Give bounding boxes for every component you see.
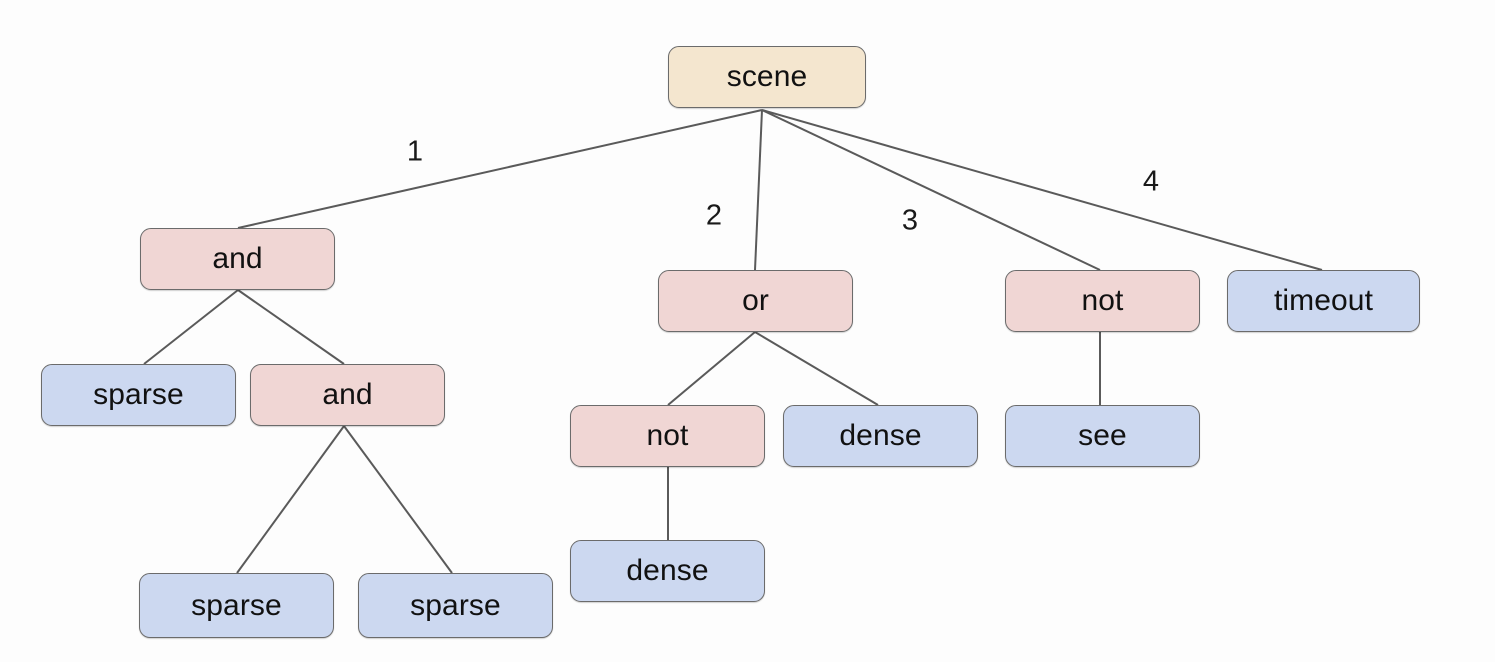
node-label: dense — [626, 554, 709, 587]
node-scene[interactable]: scene — [668, 46, 866, 108]
node-label: dense — [839, 419, 922, 452]
node-timeout[interactable]: timeout — [1227, 270, 1420, 332]
edge-or1-to-not2 — [667, 331, 756, 406]
node-label: scene — [726, 60, 808, 93]
node-see[interactable]: see — [1005, 405, 1200, 467]
node-dense2[interactable]: dense — [570, 540, 765, 602]
node-label: timeout — [1273, 284, 1374, 317]
edge-label-1: 1 — [406, 135, 424, 168]
node-label: not — [1081, 284, 1124, 317]
edge-and2-to-sparse2 — [236, 425, 345, 574]
node-dense1[interactable]: dense — [783, 405, 978, 467]
node-and2[interactable]: and — [250, 364, 445, 426]
node-label: and — [212, 242, 263, 275]
node-label: sparse — [410, 588, 501, 622]
node-sparse1[interactable]: sparse — [41, 364, 236, 426]
node-label: sparse — [191, 588, 282, 622]
node-label: see — [1078, 419, 1127, 452]
edge-or1-to-dense1 — [754, 331, 879, 406]
node-not1[interactable]: not — [1005, 270, 1200, 332]
node-label: not — [646, 419, 689, 452]
edge-label-2: 2 — [705, 199, 723, 232]
edge-scene-to-or1 — [754, 109, 763, 271]
node-label: and — [322, 378, 373, 411]
edge-label-4: 4 — [1142, 165, 1160, 198]
edge-and2-to-sparse3 — [343, 425, 453, 574]
node-label: sparse — [93, 378, 184, 411]
node-and1[interactable]: and — [140, 228, 335, 290]
node-label: or — [742, 284, 769, 317]
node-not2[interactable]: not — [570, 405, 765, 467]
edge-scene-to-and1 — [237, 109, 763, 229]
edge-scene-to-timeout — [761, 109, 1323, 271]
edge-and1-to-and2 — [237, 289, 345, 365]
edge-scene-to-not1 — [761, 109, 1101, 271]
node-or1[interactable]: or — [658, 270, 853, 332]
edge-label-3: 3 — [901, 204, 919, 237]
node-sparse3[interactable]: sparse — [358, 573, 553, 638]
node-sparse2[interactable]: sparse — [139, 573, 334, 638]
edge-and1-to-sparse1 — [143, 289, 239, 365]
